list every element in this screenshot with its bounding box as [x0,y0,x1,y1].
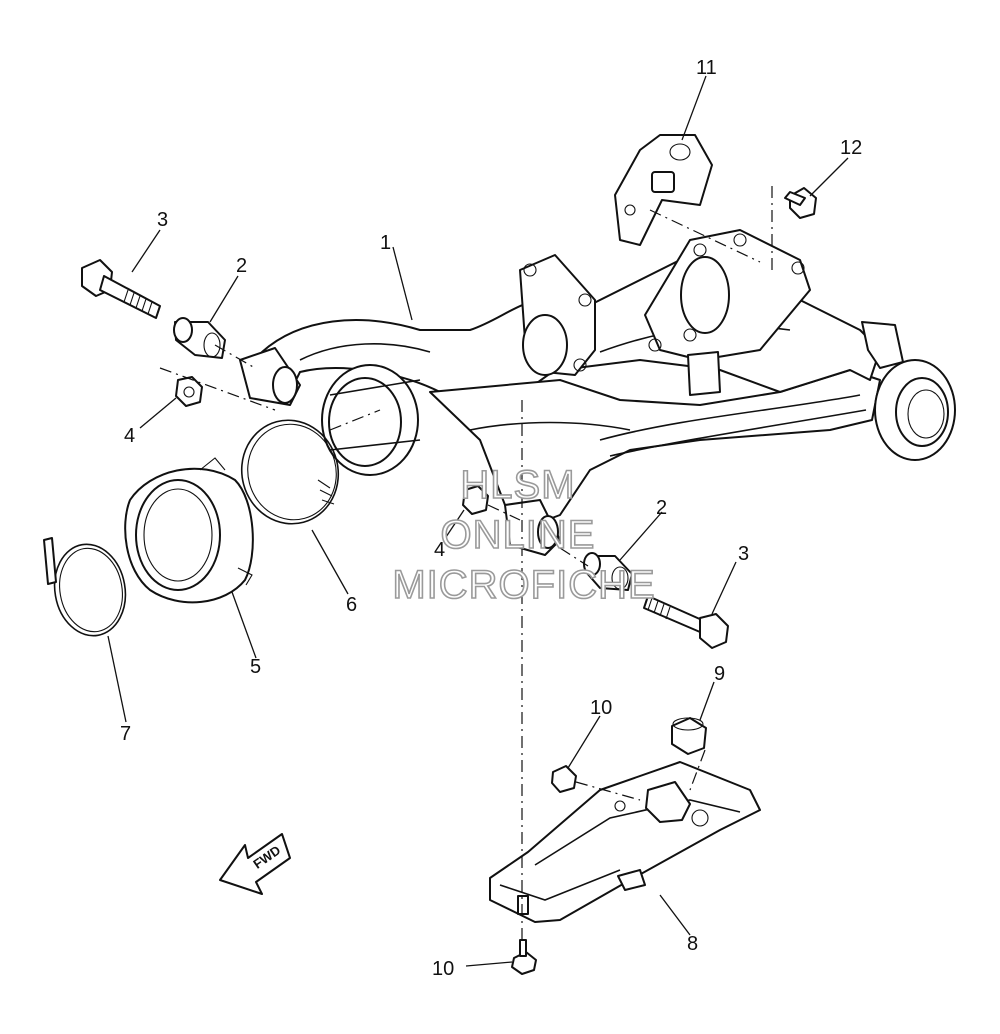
swing-arm [239,229,956,556]
bolt-10-upper [551,765,577,793]
assembly-centerlines [159,186,773,940]
callout-5: 5 [250,656,261,678]
bolt-3-left [81,259,161,319]
callout-6: 6 [346,594,357,616]
clamp-7 [43,537,127,637]
callout-8: 8 [687,933,698,955]
clamp-6 [240,419,340,525]
guard-8 [489,761,761,923]
bracket-11 [614,134,713,246]
leader-lines [107,75,849,967]
callout-4-right: 4 [434,539,445,561]
watermark: HLSM ONLINE MICROFICHE [392,462,656,608]
callout-3-left: 3 [157,209,168,231]
bushing-2-right [583,552,633,591]
watermark-line-3: MICROFICHE [392,563,655,607]
callout-4-left: 4 [124,425,135,447]
watermark-line-2: ONLINE [441,513,596,557]
bushing-2-left [173,317,226,359]
bolt-12 [784,187,817,219]
bolt-10-lower [511,939,537,975]
callout-numbers: 1 2 3 4 4 6 5 7 2 3 9 10 8 10 11 12 [120,57,862,980]
callout-7: 7 [120,723,131,745]
damper-9 [671,717,707,755]
nut-4-left [175,376,203,407]
callout-10-upper: 10 [590,697,612,719]
callout-9: 9 [714,663,725,685]
callout-3-right: 3 [738,543,749,565]
callout-12: 12 [840,137,862,159]
forward-arrow: FWD [219,833,291,895]
boot-5 [124,457,254,604]
callout-2-left: 2 [236,255,247,277]
callout-11: 11 [696,57,717,79]
nut-4-right [462,485,489,515]
bolt-3-right [643,595,729,649]
callout-2-right: 2 [656,497,667,519]
callout-10-lower: 10 [432,958,454,980]
callout-1: 1 [380,232,391,254]
watermark-line-1: HLSM [460,463,575,507]
